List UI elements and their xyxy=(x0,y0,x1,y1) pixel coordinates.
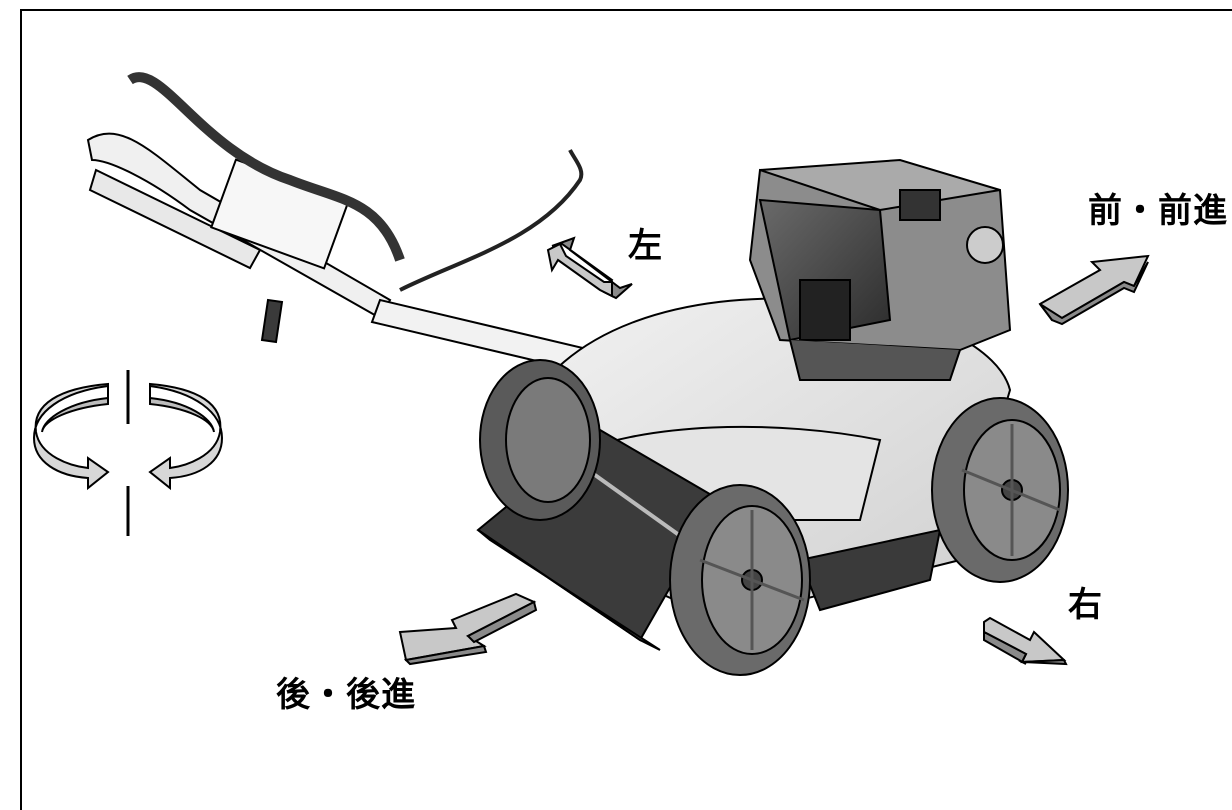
diagram-frame xyxy=(20,9,1232,810)
label-right: 右 xyxy=(1068,585,1103,625)
engine-unit xyxy=(748,158,1012,381)
rotate-both-ways-icon xyxy=(32,370,224,536)
arrow-backward-direction xyxy=(398,592,538,666)
wheel-front-left xyxy=(669,484,811,676)
label-forward: 前・前進 xyxy=(1088,191,1228,231)
wheel-rear-left xyxy=(479,359,601,521)
label-backward: 後・後進 xyxy=(276,675,416,715)
arrow-forward-direction xyxy=(1038,254,1150,326)
wheel-front-right xyxy=(931,397,1069,583)
label-left: 左 xyxy=(628,226,663,266)
arrow-right-direction xyxy=(983,616,1068,666)
arrow-left-direction xyxy=(546,236,633,300)
